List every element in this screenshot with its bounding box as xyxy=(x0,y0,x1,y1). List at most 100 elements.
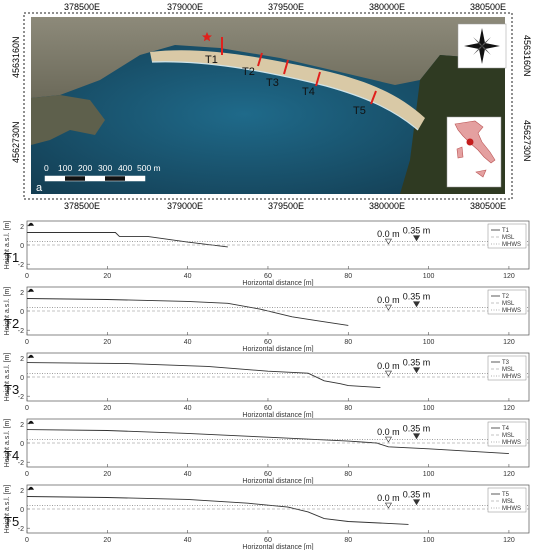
x-tick-label: 20 xyxy=(103,537,111,544)
x-tick-label: 40 xyxy=(184,273,192,280)
profile-label: T5 xyxy=(4,514,19,529)
legend-entry: MSL xyxy=(502,235,515,241)
x-tick-label: 20 xyxy=(103,471,111,478)
y-tick-label: -2 xyxy=(18,262,24,269)
mhws-marker-label: 0.35 m xyxy=(403,424,431,434)
x-tick-label: 100 xyxy=(423,339,435,346)
msl-marker-label: 0.0 m xyxy=(377,427,400,437)
mhws-marker-icon xyxy=(413,499,421,506)
x-tick-label: 0 xyxy=(25,339,29,346)
x-tick-label: 80 xyxy=(344,537,352,544)
x-tick-label: 120 xyxy=(503,339,515,346)
mhws-marker-label: 0.35 m xyxy=(403,292,431,302)
x-axis-label: Horizontal distance [m] xyxy=(242,478,313,484)
msl-marker-icon xyxy=(384,502,392,509)
profile-label: T3 xyxy=(4,382,19,397)
profile-label: T1 xyxy=(4,250,19,265)
y-tick-left: 4563160N xyxy=(11,36,21,78)
scale-bar: 0 100 200 300 400 500 m xyxy=(44,163,161,182)
x-axis-label: Horizontal distance [m] xyxy=(242,544,313,550)
series-line-t1 xyxy=(27,232,228,248)
study-site-marker xyxy=(466,138,474,146)
y-tick-label: 0 xyxy=(20,309,24,316)
mhws-marker-icon xyxy=(413,433,421,440)
legend-entry: MSL xyxy=(502,499,515,505)
x-tick-label: 40 xyxy=(184,405,192,412)
x-tick-top: 380000E xyxy=(369,2,405,12)
y-tick-label: 0 xyxy=(20,375,24,382)
scale-label: 400 xyxy=(118,163,132,173)
series-line-t3 xyxy=(26,362,381,389)
legend-entry: T5 xyxy=(502,492,510,498)
x-tick-label: 80 xyxy=(344,471,352,478)
series-line-t5 xyxy=(26,496,409,525)
x-tick-label: 20 xyxy=(103,339,111,346)
x-tick-label: 120 xyxy=(503,273,515,280)
plot-area xyxy=(26,484,530,534)
scale-label: 300 xyxy=(98,163,112,173)
mhws-marker-label: 0.35 m xyxy=(403,358,431,368)
y-tick-label: 2 xyxy=(20,422,24,429)
x-tick-bottom: 378500E xyxy=(64,201,100,211)
y-tick-label: -2 xyxy=(18,394,24,401)
y-axis-label: Height a.s.l. [m] xyxy=(4,353,11,402)
x-tick-label: 40 xyxy=(184,471,192,478)
x-tick-bottom: 380000E xyxy=(369,201,405,211)
x-tick-label: 100 xyxy=(423,405,435,412)
x-tick-label: 40 xyxy=(184,339,192,346)
y-axis-label: Height a.s.l. [m] xyxy=(4,221,11,270)
italy-inset-map xyxy=(446,116,502,188)
legend-entry: T4 xyxy=(502,426,510,432)
legend-entry: MSL xyxy=(502,301,515,307)
x-tick-label: 120 xyxy=(503,405,515,412)
aerial-map-panel: T1 T2 T3 T4 T5 378500E 379000E 379500E 3… xyxy=(11,2,532,211)
x-tick-label: 80 xyxy=(344,339,352,346)
compass-rose xyxy=(457,23,507,69)
msl-marker-icon xyxy=(384,238,392,245)
transect-start-marker-icon xyxy=(28,222,34,226)
shoreline xyxy=(151,61,419,131)
x-tick-bottom: 380500E xyxy=(470,201,506,211)
x-tick-label: 60 xyxy=(264,273,272,280)
x-tick-bottom: 379000E xyxy=(167,201,203,211)
legend-entry: MSL xyxy=(502,433,515,439)
x-tick-label: 0 xyxy=(25,537,29,544)
x-tick-label: 100 xyxy=(423,471,435,478)
x-tick-top: 380500E xyxy=(470,2,506,12)
x-tick-label: 60 xyxy=(264,471,272,478)
mhws-marker-label: 0.35 m xyxy=(403,490,431,500)
legend-entry: MSL xyxy=(502,367,515,373)
legend-entry: T1 xyxy=(502,228,510,234)
y-tick-label: 2 xyxy=(20,224,24,231)
x-tick-label: 60 xyxy=(264,405,272,412)
transect-label-t5: T5 xyxy=(353,105,366,117)
x-tick-label: 60 xyxy=(264,537,272,544)
x-tick-label: 20 xyxy=(103,405,111,412)
y-tick-right: 4562730N xyxy=(522,120,532,162)
msl-marker-icon xyxy=(384,370,392,377)
urban-area xyxy=(31,17,505,98)
y-tick-label: 2 xyxy=(20,290,24,297)
panel-label: a xyxy=(36,182,43,194)
y-axis-label: Height a.s.l. [m] xyxy=(4,485,11,534)
y-tick-label: -2 xyxy=(18,328,24,335)
transect-start-marker-icon xyxy=(28,354,34,358)
legend-entry: T3 xyxy=(502,360,510,366)
north-arrow-icon xyxy=(464,28,500,64)
x-tick-label: 100 xyxy=(423,537,435,544)
y-tick-label: -2 xyxy=(18,460,24,467)
transect-line-t4 xyxy=(315,71,321,87)
mhws-marker-icon xyxy=(413,301,421,308)
transect-line-t5 xyxy=(370,90,377,105)
x-tick-label: 0 xyxy=(25,471,29,478)
x-tick-top: 379000E xyxy=(167,2,203,12)
transect-label-t2: T2 xyxy=(242,66,255,78)
x-axis-label: Horizontal distance [m] xyxy=(242,412,313,418)
x-tick-label: 80 xyxy=(344,405,352,412)
msl-marker-label: 0.0 m xyxy=(377,229,400,239)
transect-label-t3: T3 xyxy=(266,77,279,89)
